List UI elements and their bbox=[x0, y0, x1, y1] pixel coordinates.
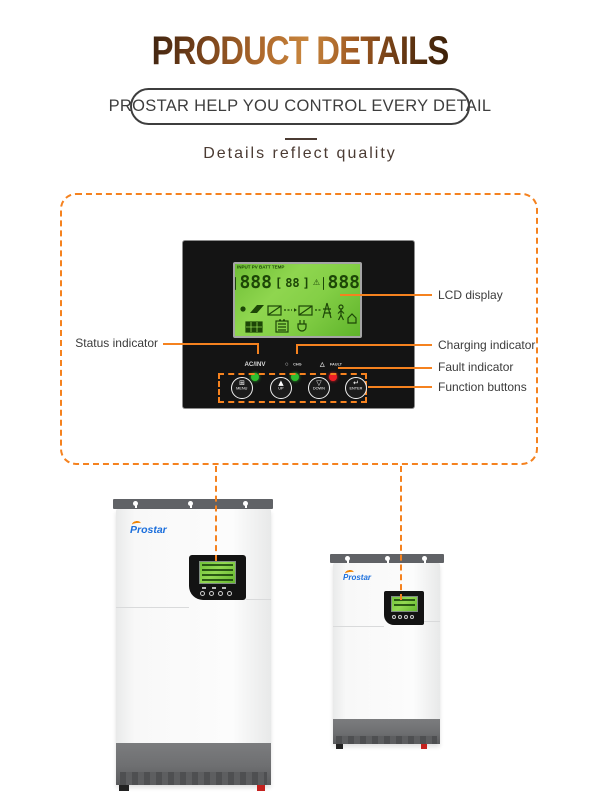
banner-text: PROSTAR HELP YOU CONTROL EVERY DETAIL bbox=[108, 97, 492, 115]
menu-button: ⊞ MENU bbox=[231, 377, 253, 399]
menu-button-label: MENU bbox=[236, 386, 248, 391]
lcd-center-value: 88 bbox=[285, 276, 300, 290]
plug-icon bbox=[297, 320, 307, 332]
status-callout-line-v bbox=[257, 343, 259, 354]
detail-callout-box bbox=[60, 193, 538, 465]
panel-buttons-row bbox=[200, 591, 232, 596]
prostar-logo: Prostar bbox=[130, 524, 167, 536]
mini-lcd-screen bbox=[199, 561, 236, 584]
body-seam bbox=[424, 621, 440, 622]
status-indicator-acinv: AC/INV bbox=[225, 354, 285, 381]
fault-callout-line bbox=[338, 367, 432, 369]
prostar-logo: Prostar bbox=[343, 573, 372, 582]
enter-arrow-icon: ↵ bbox=[353, 378, 359, 387]
chg-circle-icon: ○ bbox=[285, 361, 290, 368]
foot-right-red bbox=[257, 785, 265, 791]
terminal-vents bbox=[336, 736, 437, 744]
bottom-band bbox=[116, 743, 271, 785]
mounting-hole-icon bbox=[133, 501, 138, 508]
acinv-label: AC/INV bbox=[244, 361, 266, 368]
up-button: ▲ UP bbox=[270, 377, 292, 399]
lcd-input-tag bbox=[235, 276, 237, 290]
enter-button: ↵ ENTER bbox=[345, 377, 367, 399]
panel-buttons-row bbox=[392, 615, 414, 619]
function-callout-line bbox=[368, 386, 432, 388]
callout-function-buttons: Function buttons bbox=[438, 380, 527, 394]
lcd-input-label: INPUT PV BATT TEMP bbox=[237, 265, 285, 270]
connector-left-dashed-line bbox=[215, 466, 217, 561]
lcd-digits-row: 888 [88] ⚠ 888 bbox=[235, 274, 360, 292]
mounting-bracket bbox=[330, 554, 444, 563]
fault-led bbox=[329, 373, 337, 381]
mounting-hole-icon bbox=[422, 556, 427, 563]
warning-icon: ⚠ bbox=[312, 278, 321, 287]
inverter-body: Prostar bbox=[116, 509, 271, 791]
mounting-hole-icon bbox=[243, 501, 248, 508]
lcd-header-row: INPUT PV BATT TEMP OUTPUT GRID INV LOAD bbox=[235, 264, 360, 276]
body-seam bbox=[333, 626, 384, 627]
body-seam bbox=[116, 607, 189, 608]
up-button-label: UP bbox=[278, 386, 284, 391]
lcd-system-diagram-icons bbox=[240, 302, 357, 333]
bottom-band bbox=[333, 719, 440, 744]
triangle-up-icon: ▲ bbox=[278, 378, 284, 387]
enter-button-label: ENTER bbox=[349, 386, 363, 391]
tagline-rule bbox=[285, 138, 317, 140]
foot-right-red bbox=[421, 744, 427, 749]
converter-icon bbox=[267, 305, 282, 316]
foot-left bbox=[336, 744, 343, 749]
acinv-led bbox=[251, 373, 259, 381]
callout-charging-indicator: Charging indicator bbox=[438, 338, 536, 352]
mounting-bracket bbox=[113, 499, 273, 509]
terminal-vents bbox=[120, 772, 267, 785]
load-house-icon bbox=[347, 313, 357, 324]
triangle-down-icon: ▽ bbox=[316, 378, 322, 387]
down-button-label: DOWN bbox=[312, 386, 326, 391]
lcd-output-tag bbox=[323, 276, 325, 290]
fault-label: FAULT bbox=[330, 362, 343, 367]
mounting-hole-icon bbox=[345, 556, 350, 563]
inverter-icon bbox=[298, 305, 313, 316]
callout-fault-indicator: Fault indicator bbox=[438, 360, 514, 374]
lcd-center-value-open: [ bbox=[274, 276, 283, 290]
fault-indicator: △ FAULT bbox=[303, 354, 363, 381]
callout-lcd-display: LCD display bbox=[438, 288, 503, 302]
pv-panel-icon bbox=[250, 305, 264, 313]
down-button: ▽ DOWN bbox=[308, 377, 330, 399]
sun-icon bbox=[240, 306, 246, 312]
page-title: PRODUCT DETAILS bbox=[151, 29, 450, 73]
mounting-hole-icon bbox=[385, 556, 390, 563]
lcd-callout-line bbox=[340, 294, 432, 296]
inverter-body: Prostar bbox=[333, 563, 440, 749]
chg-led bbox=[291, 373, 299, 381]
fault-triangle-icon: △ bbox=[319, 361, 325, 368]
foot-left bbox=[119, 785, 129, 791]
banner-pill: PROSTAR HELP YOU CONTROL EVERY DETAIL bbox=[109, 88, 491, 125]
charging-callout-line-v bbox=[296, 344, 298, 354]
menu-grid-icon: ⊞ bbox=[239, 378, 245, 387]
connector-right-dashed-line bbox=[400, 466, 402, 600]
panel-indicator-ticks bbox=[202, 587, 226, 589]
charging-callout-line bbox=[296, 344, 432, 346]
display-panel bbox=[189, 555, 246, 600]
tagline: Details reflect quality bbox=[203, 145, 397, 162]
chg-label: CHG bbox=[293, 362, 303, 367]
mini-lcd-screen bbox=[391, 596, 418, 612]
person-icon bbox=[338, 304, 344, 310]
grid-pylon-icon bbox=[322, 302, 332, 319]
lcd-display: INPUT PV BATT TEMP OUTPUT GRID INV LOAD … bbox=[233, 262, 362, 338]
status-callout-line bbox=[163, 343, 259, 345]
charging-indicator-chg: ○ CHG bbox=[265, 354, 325, 381]
callout-status-indicator: Status indicator bbox=[75, 336, 158, 350]
body-seam bbox=[246, 599, 271, 600]
display-panel bbox=[384, 591, 424, 625]
lcd-right-value: 888 bbox=[327, 272, 360, 293]
lcd-center-value-close: ] bbox=[302, 276, 310, 290]
mounting-hole-icon bbox=[188, 501, 193, 508]
lcd-left-value: 888 bbox=[239, 272, 272, 293]
